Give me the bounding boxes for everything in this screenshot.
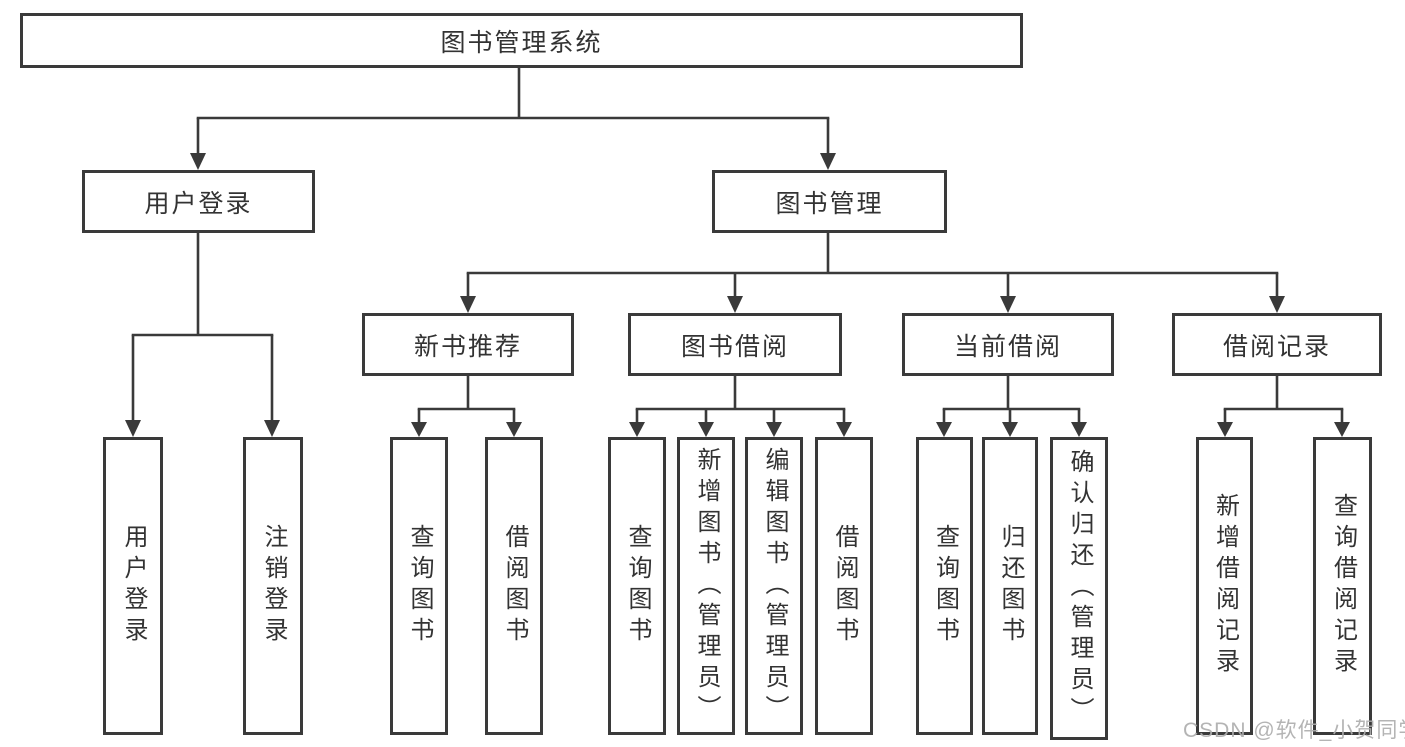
node-borrow-records-label: 借阅记录 [1222,332,1331,361]
leaf-query-books-borrow-label: 查询图书 [624,524,651,648]
leaf-return-books-label: 归还图书 [997,524,1024,648]
node-library-system: 图书管理系统 [20,13,1023,68]
node-user-login: 用户登录 [82,170,315,233]
node-user-login-label: 用户登录 [144,189,253,218]
leaf-query-borrow-record: 查询借阅记录 [1313,437,1372,735]
leaf-edit-book-admin-label: 编辑图书（管理员） [761,446,788,726]
leaf-confirm-return-admin-label: 确认归还（管理员） [1066,449,1093,728]
leaf-add-borrow-record-label: 新增借阅记录 [1211,493,1239,679]
leaf-add-book-admin-label: 新增图书（管理员） [693,446,720,726]
node-book-management-label: 图书管理 [775,189,884,218]
leaf-query-books-recommend-label: 查询图书 [406,524,433,648]
leaf-query-books-current: 查询图书 [916,437,973,735]
node-current-borrow-label: 当前借阅 [953,332,1062,361]
node-current-borrow: 当前借阅 [902,313,1114,376]
leaf-query-books-recommend: 查询图书 [390,437,448,735]
leaf-add-borrow-record: 新增借阅记录 [1196,437,1253,735]
leaf-user-login-label: 用户登录 [120,524,147,648]
leaf-query-books-current-label: 查询图书 [931,524,959,648]
node-book-borrow: 图书借阅 [628,313,842,376]
node-library-system-label: 图书管理系统 [440,28,603,57]
leaf-user-login: 用户登录 [103,437,163,735]
node-book-management: 图书管理 [712,170,947,233]
node-book-borrow-label: 图书借阅 [680,332,789,361]
leaf-confirm-return-admin: 确认归还（管理员） [1050,437,1108,740]
leaf-logout-label: 注销登录 [260,524,287,648]
watermark: CSDN @软件_小贺同学 [1183,719,1405,742]
leaf-borrow-books-recommend-label: 借阅图书 [501,524,528,648]
leaf-borrow-books-borrow: 借阅图书 [815,437,873,735]
node-new-book-recommend: 新书推荐 [362,313,574,376]
leaf-borrow-books-borrow-label: 借阅图书 [831,524,858,648]
leaf-edit-book-admin: 编辑图书（管理员） [745,437,803,735]
leaf-logout: 注销登录 [243,437,303,735]
node-new-book-recommend-label: 新书推荐 [413,332,522,361]
leaf-query-books-borrow: 查询图书 [608,437,666,735]
leaf-return-books: 归还图书 [982,437,1038,735]
leaf-borrow-books-recommend: 借阅图书 [485,437,543,735]
leaf-add-book-admin: 新增图书（管理员） [677,437,735,735]
leaf-query-borrow-record-label: 查询借阅记录 [1329,493,1357,679]
node-borrow-records: 借阅记录 [1172,313,1382,376]
